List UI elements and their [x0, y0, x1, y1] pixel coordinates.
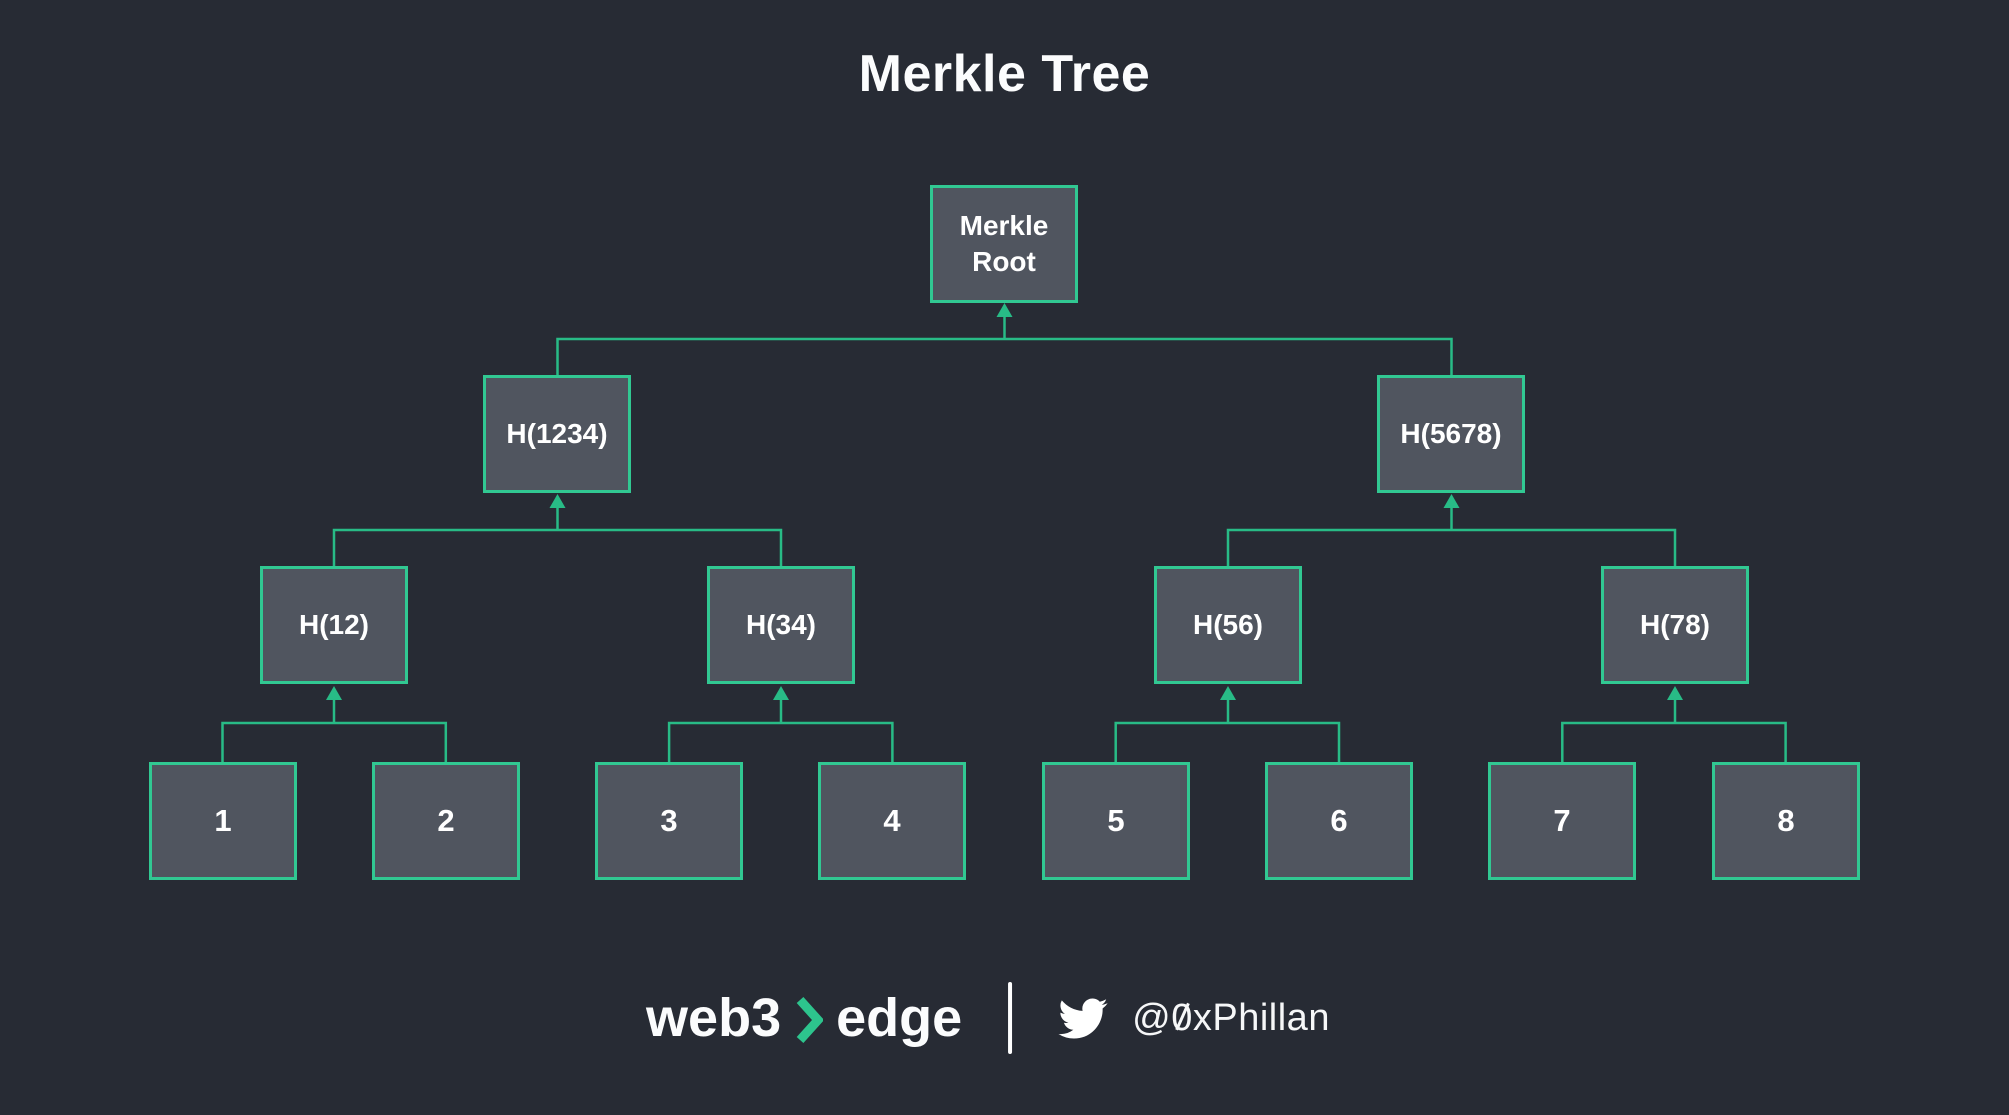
handle-slashed-zero: 0: [1171, 996, 1193, 1039]
tree-node-h34: H(34): [707, 566, 855, 684]
page-title: Merkle Tree: [858, 45, 1151, 103]
handle-rest: xPhillan: [1192, 996, 1330, 1039]
connector-bracket: [332, 528, 783, 569]
connector-arrowhead: [773, 686, 789, 700]
connector-bracket: [221, 721, 448, 765]
tree-node-h12: H(12): [260, 566, 408, 684]
tree-node-h78: H(78): [1601, 566, 1749, 684]
tree-leaf-5: 5: [1042, 762, 1190, 880]
tree-node-merkle-root: Merkle Root: [930, 185, 1078, 303]
connector-arrowhead: [1667, 686, 1683, 700]
node-label: Merkle Root: [959, 209, 1049, 277]
connector-arrowhead: [996, 303, 1013, 317]
footer: web3 edge @0xPhillan: [646, 972, 1330, 1064]
connector-bracket: [1561, 721, 1787, 765]
connector-bracket: [556, 337, 1453, 378]
brand-logo: web3 edge: [646, 987, 962, 1049]
tree-leaf-8: 8: [1712, 762, 1860, 880]
connector-bracket: [1226, 528, 1677, 569]
tree-node-h5678: H(5678): [1377, 375, 1525, 493]
tree-leaf-6: 6: [1265, 762, 1413, 880]
brand-part1: web3: [646, 988, 782, 1048]
tree-leaf-3: 3: [595, 762, 743, 880]
tree-leaf-2: 2: [372, 762, 520, 880]
node-label: H(12): [298, 608, 369, 640]
connector-bracket: [667, 721, 894, 765]
tree-leaf-4: 4: [818, 762, 966, 880]
node-label: H(5678): [1400, 417, 1502, 449]
node-label: 8: [1777, 802, 1795, 838]
node-label: H(1234): [506, 417, 608, 449]
tree-leaf-7: 7: [1488, 762, 1636, 880]
node-label: 6: [1330, 802, 1348, 838]
tree-node-h56: H(56): [1154, 566, 1302, 684]
brand-part2: edge: [836, 988, 963, 1048]
twitter-handle: @0xPhillan: [1132, 997, 1330, 1040]
node-label: H(56): [1192, 608, 1263, 640]
connector-bracket: [1114, 721, 1341, 765]
connector-arrowhead: [1443, 494, 1460, 508]
tree-leaf-1: 1: [149, 762, 297, 880]
node-label: H(78): [1639, 608, 1710, 640]
node-label: 2: [437, 802, 455, 838]
footer-divider: [1008, 982, 1013, 1054]
connector-arrowhead: [549, 494, 566, 508]
node-label: 7: [1553, 802, 1571, 838]
node-label: H(34): [745, 608, 816, 640]
connector-arrowhead: [326, 686, 342, 700]
twitter-bird-icon: [1058, 998, 1108, 1038]
tree-node-h1234: H(1234): [483, 375, 631, 493]
chevron-right-icon: [796, 997, 824, 1043]
handle-at: @: [1132, 996, 1172, 1039]
node-label: 3: [660, 802, 678, 838]
connector-arrowhead: [1220, 686, 1236, 700]
node-label: 5: [1107, 802, 1125, 838]
node-label: 4: [883, 802, 901, 838]
node-label: 1: [214, 802, 232, 838]
